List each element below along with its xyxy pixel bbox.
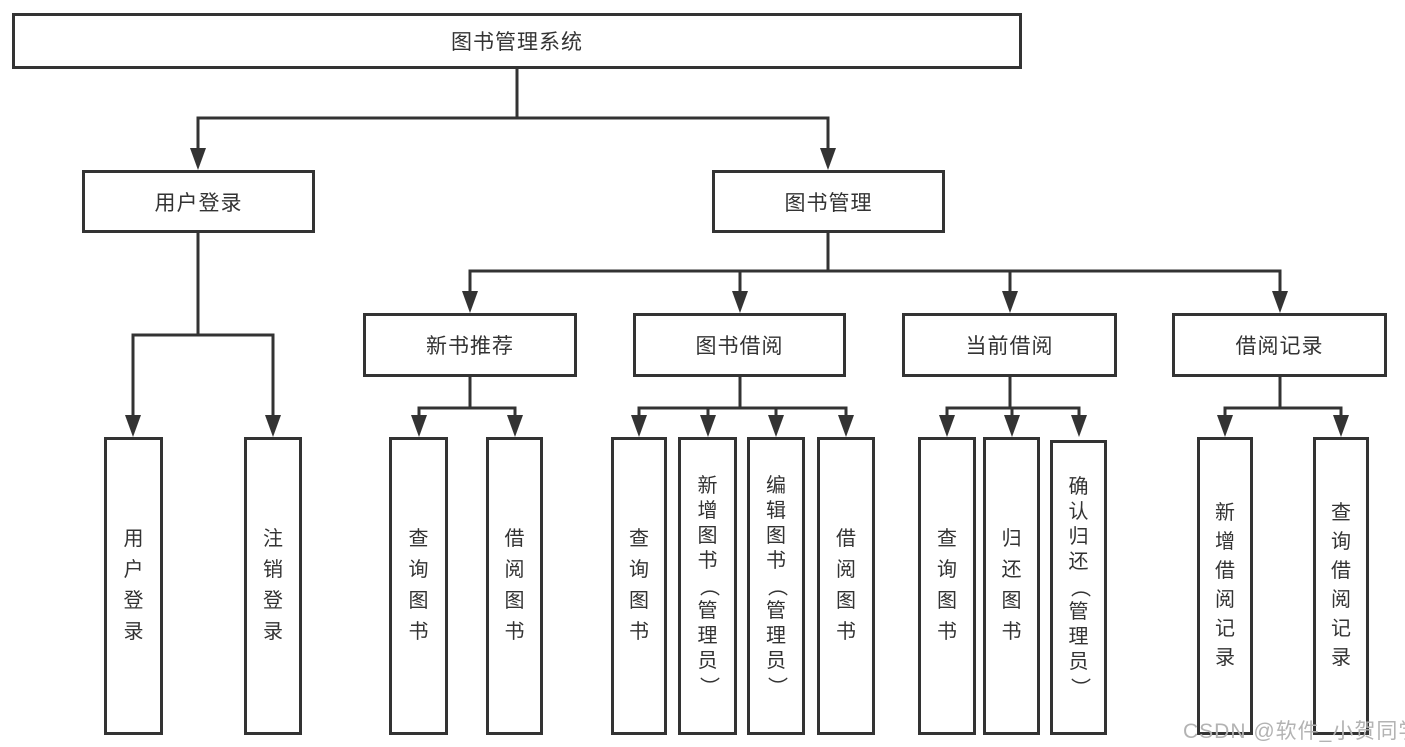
leaf-return-book: 归还图书 [983,437,1040,735]
leaf-add-book-admin: 新增图书（管理员） [678,437,737,735]
leaf-confirm-return-admin: 确认归还（管理员） [1050,440,1107,735]
leaf-logout: 注销登录 [244,437,302,735]
csdn-watermark: CSDN @软件_小贺同学 [1183,720,1405,743]
node-library-system: 图书管理系统 [12,13,1022,69]
node-current-borrow: 当前借阅 [902,313,1117,377]
node-user-login: 用户登录 [82,170,315,233]
node-new-book-recommend: 新书推荐 [363,313,577,377]
leaf-edit-book-admin: 编辑图书（管理员） [747,437,805,735]
leaf-borrow-book: 借阅图书 [817,437,875,735]
node-borrow-records: 借阅记录 [1172,313,1387,377]
leaf-user-login: 用户登录 [104,437,163,735]
node-book-borrow: 图书借阅 [633,313,846,377]
node-book-management: 图书管理 [712,170,945,233]
leaf-add-borrow-record: 新增借阅记录 [1197,437,1253,735]
leaf-query-books-current: 查询图书 [918,437,976,735]
leaf-query-books-borrow: 查询图书 [611,437,667,735]
leaf-query-borrow-record: 查询借阅记录 [1313,437,1369,735]
leaf-query-books-recommend: 查询图书 [389,437,448,735]
leaf-borrow-books-recommend: 借阅图书 [486,437,543,735]
